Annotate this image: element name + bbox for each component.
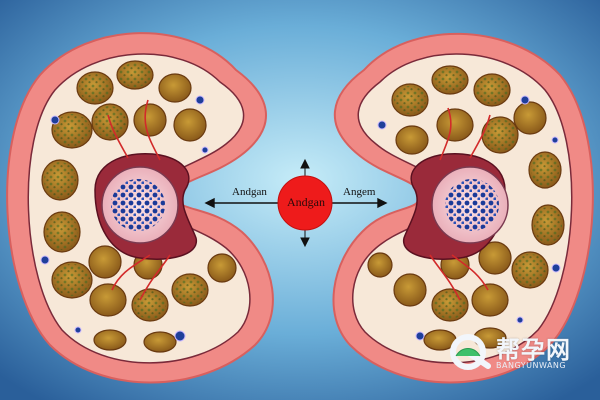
right-arrow-label: Angem [343,186,376,198]
left-lobule-dots [44,63,206,319]
center-disc-label: Andgan [287,195,325,209]
right-arrow [332,197,388,209]
down-arrow [300,230,310,248]
watermark-english-text: BANGYUNWANG [496,361,567,370]
watermark-chinese-text: 帮孕网 [496,336,571,364]
right-lobule-dots [394,68,562,319]
up-arrow [300,158,310,176]
left-organ [6,32,274,384]
right-vessels [429,107,491,301]
center-disc [277,175,333,231]
left-vessels [107,99,171,301]
right-organ [332,32,594,384]
left-arrow [204,197,278,209]
watermark-logo-icon [450,334,491,370]
left-nuclei [40,95,209,342]
right-nuclei [377,95,561,341]
left-core-cluster [111,179,165,231]
left-arrow-label: Andgan [232,186,267,198]
watermark: 帮孕网 BANGYUNWANG [448,330,596,376]
right-core-cluster [445,179,499,231]
